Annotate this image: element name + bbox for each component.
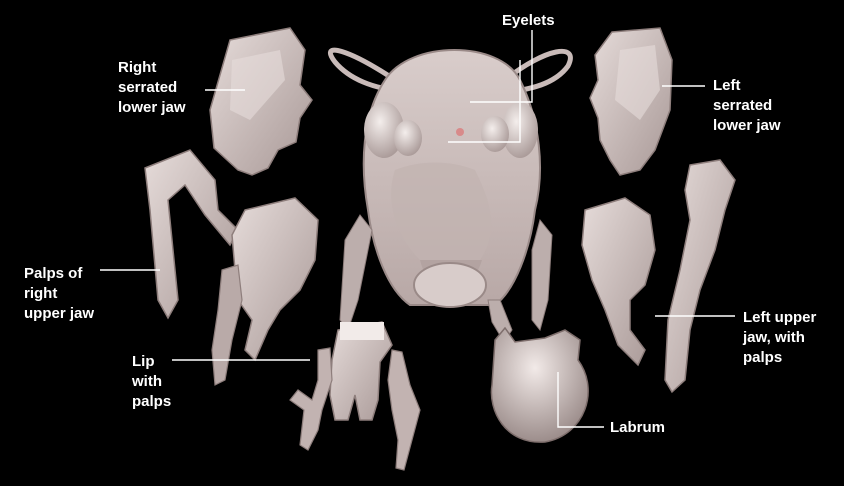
lip-with-palps xyxy=(290,322,420,470)
left-upper-jaw-with-palps xyxy=(582,160,735,392)
ocellus xyxy=(456,128,464,136)
label-labrum: Labrum xyxy=(610,418,665,438)
left-serrated-lower-jaw xyxy=(590,28,672,175)
label-left-upper-jaw-with-palps: Left upper jaw, with palps xyxy=(743,308,816,368)
label-left-serrated-lower-jaw: Left serrated lower jaw xyxy=(713,76,781,136)
label-lip-with-palps: Lip with palps xyxy=(132,352,171,412)
labrum xyxy=(491,328,588,442)
head-capsule xyxy=(364,50,540,307)
right-upper-jaw-with-palps xyxy=(145,150,318,385)
label-eyelets: Eyelets xyxy=(502,11,555,31)
right-serrated-lower-jaw xyxy=(210,28,312,175)
label-palps-of-right-upper-jaw: Palps of right upper jaw xyxy=(24,264,94,324)
label-right-serrated-lower-jaw: Right serrated lower jaw xyxy=(118,58,186,118)
